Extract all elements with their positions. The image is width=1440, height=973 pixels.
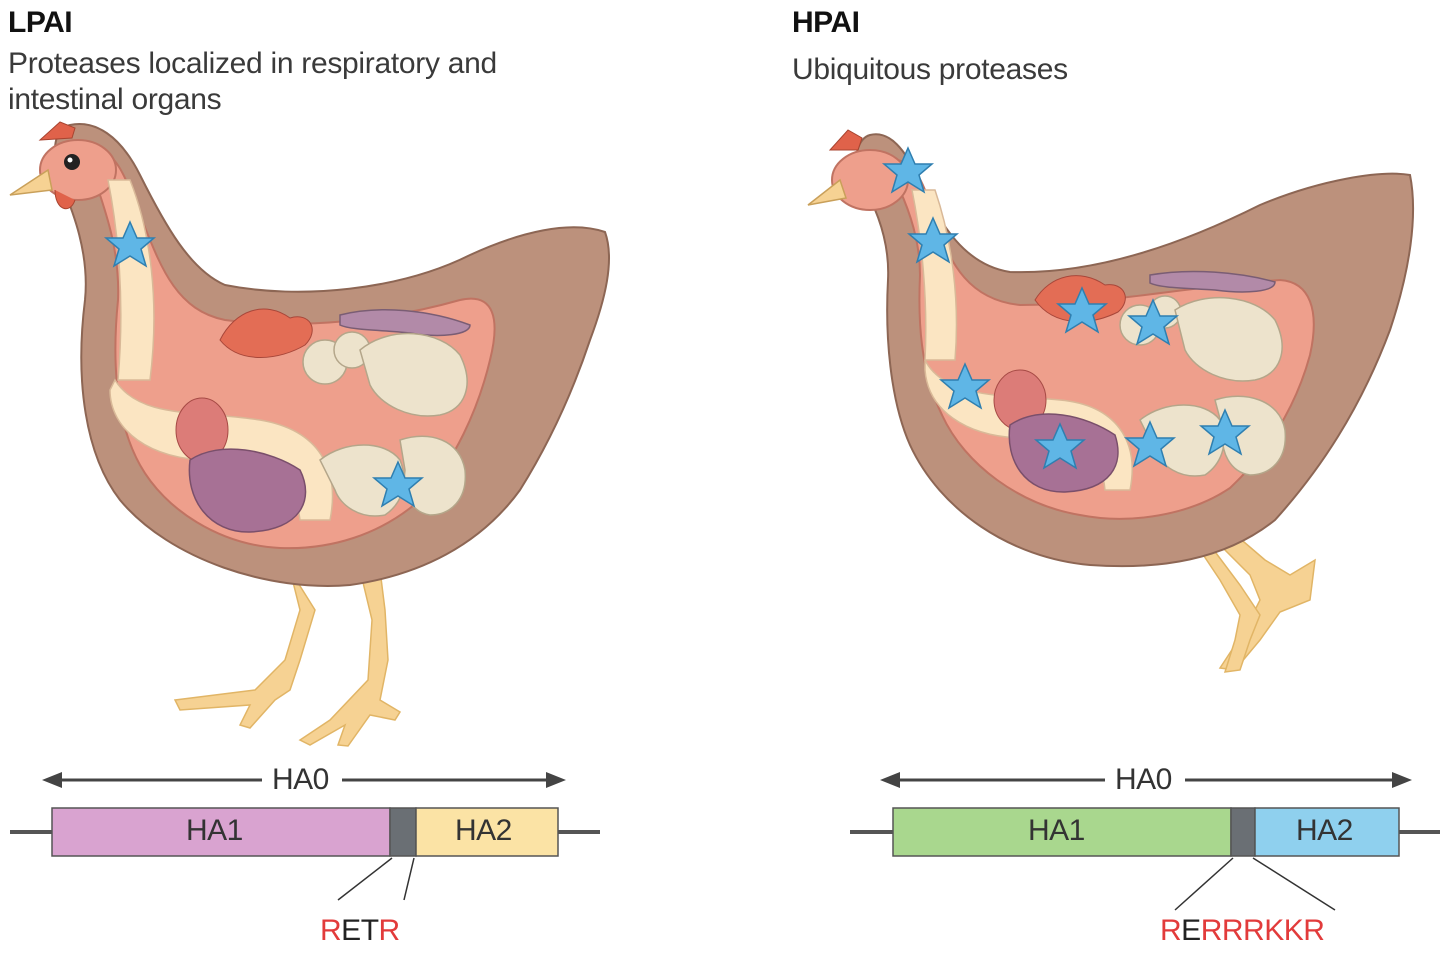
lpai-chicken-illustration [9, 121, 611, 901]
hpai-panel: HPAI Ubiquitous proteases HA0 HA1 HA2 RE… [720, 0, 1440, 973]
cleavage-site-residue: R [1303, 914, 1325, 947]
panel-subtitle: Proteases localized in respiratory and i… [8, 47, 497, 116]
chicken-legs [173, 569, 402, 747]
ha1-segment [51, 807, 391, 857]
protease-star-icon [1126, 298, 1180, 346]
panel-subtitle: Ubiquitous proteases [792, 53, 1068, 86]
protease-star-icon [938, 362, 992, 410]
protease-star-icon [103, 220, 157, 268]
cleavage-site-residue: R [1160, 914, 1182, 947]
ha2-segment [1254, 807, 1400, 857]
kidney-organ [1149, 270, 1276, 293]
protease-star-icon [1033, 422, 1087, 470]
ha2-label: HA2 [455, 814, 512, 847]
ha2-segment [415, 807, 559, 857]
protease-star-icon [1123, 420, 1177, 468]
cleavage-site-residue: R [320, 914, 342, 947]
protease-star-icon [906, 216, 960, 264]
protease-star-icons [881, 146, 1252, 470]
cleavage-site-residue: K [1283, 914, 1304, 947]
protease-star-icon [371, 460, 425, 508]
panel-title: HPAI [792, 6, 860, 39]
intestine-organs [302, 331, 468, 517]
cleavage-site-residue: R [1243, 914, 1265, 947]
lung-organ [219, 308, 313, 358]
ha0-label: HA0 [272, 763, 329, 796]
ha1-label: HA1 [186, 814, 243, 847]
protease-star-icons [103, 220, 425, 508]
hpai-chicken-illustration [807, 129, 1440, 911]
hpai-gene-diagram [850, 766, 1440, 911]
ha1-segment [892, 807, 1232, 857]
protease-star-icon [1198, 408, 1252, 456]
protease-star-icon [1055, 286, 1109, 334]
protease-star-icon [881, 146, 935, 194]
liver-organ [188, 448, 307, 533]
panel-title: LPAI [8, 6, 73, 39]
cleavage-site-residue: K [1264, 914, 1284, 947]
kidney-organ [339, 309, 471, 337]
cleavage-site-residue: R [378, 914, 401, 947]
cleavage-site-residue: R [1200, 914, 1223, 947]
cleavage-site-residue: R [1221, 914, 1244, 947]
ha1-label: HA1 [1028, 814, 1085, 847]
ha2-label: HA2 [1296, 814, 1353, 847]
cleavage-site-residue: T [360, 914, 379, 947]
ha0-label: HA0 [1115, 763, 1172, 796]
trachea [107, 179, 155, 381]
lpai-panel: LPAI Proteases localized in respiratory … [8, 6, 611, 948]
cleavage-site-sequence: RERRRKKR [1160, 914, 1325, 948]
cleavage-site-residue: E [341, 914, 361, 947]
cleavage-segment [1230, 807, 1256, 857]
chicken-legs [1198, 528, 1316, 673]
chicken-head [9, 121, 117, 210]
cleavage-site-residue: E [1181, 914, 1201, 947]
cleavage-segment [389, 807, 417, 857]
cleavage-site-sequence: RETR [320, 914, 400, 948]
lpai-gene-diagram [10, 766, 600, 901]
